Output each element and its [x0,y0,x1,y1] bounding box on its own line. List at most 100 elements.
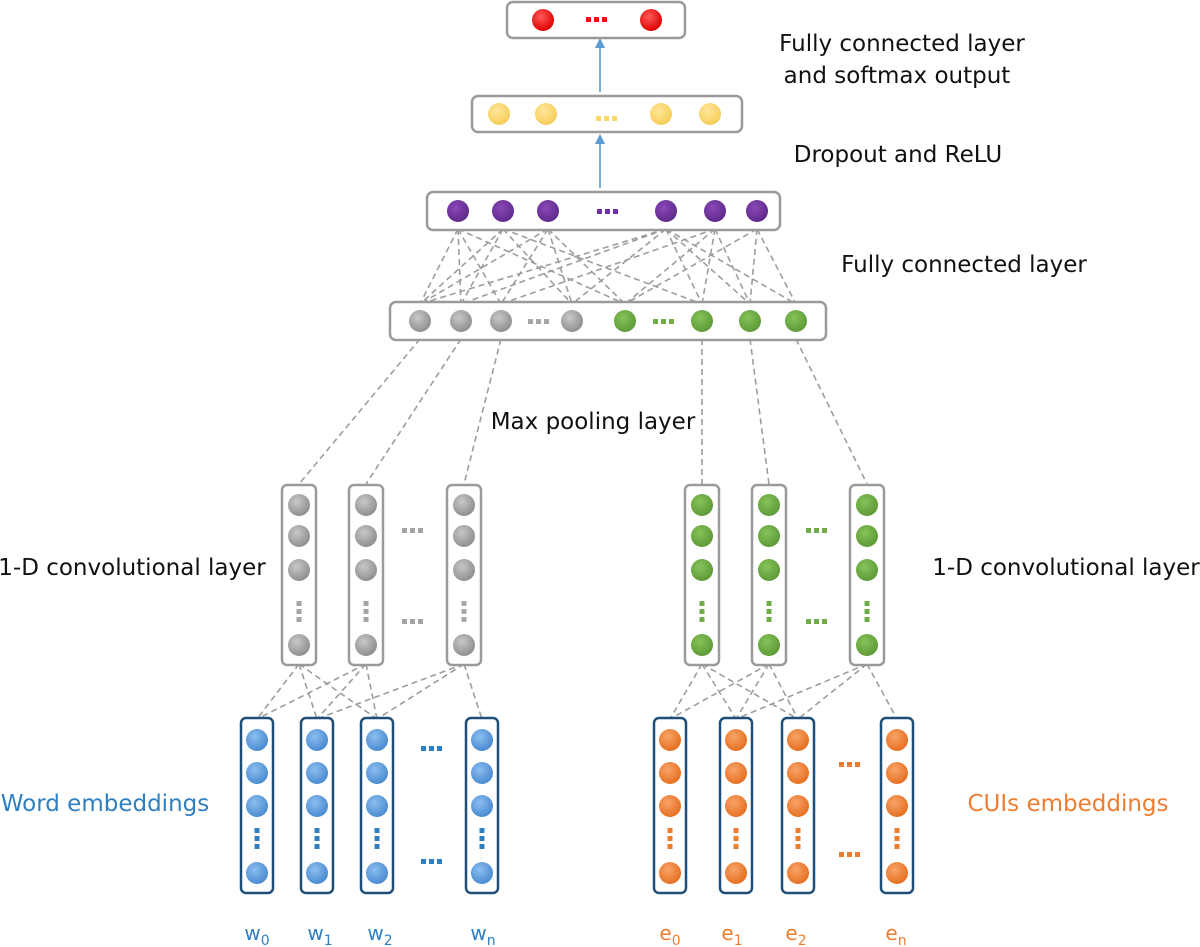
cui-token-base: e [721,921,733,945]
pool-edge [365,338,462,485]
output-node [640,9,662,31]
word-embedding-node [366,862,388,884]
output-node [532,9,554,31]
output-layer [505,0,687,40]
cui-embedding-node [787,762,809,784]
word-token-sub: 2 [384,933,393,947]
fc-edge [460,228,504,305]
pool-green-node [691,310,713,332]
fc-edge [665,228,703,305]
conv-edge [316,663,367,720]
pool-gray-ellipsis-icon [528,319,549,324]
cui-embedding-column [780,716,816,895]
conv-green-node [758,494,780,516]
cui-token-sub: 2 [798,933,807,947]
fc-node [704,200,726,222]
vertical-ellipsis-icon [254,828,260,849]
conv-green-node [691,634,713,656]
vertical-ellipsis-icon [296,601,302,622]
conv-word-column [347,483,385,667]
conv-green-node [856,525,878,547]
cui-embeddings-label: CUIs embeddings [967,791,1168,817]
conv-edge [376,663,465,720]
conv-gray-node [453,525,475,547]
cui-embedding-node [886,795,908,817]
cui-token-base: e [659,921,671,945]
word-embedding-node [306,729,328,751]
cui-embedding-node [725,862,747,884]
conv-edge [669,663,770,720]
conv-right-label: 1-D convolutional layer [932,555,1200,581]
conv-green-node [691,525,713,547]
fc-edge [419,228,459,305]
cui-embedding-node [725,729,747,751]
convolution-connections [256,663,898,720]
conv-gray-node [355,494,377,516]
pool-gray-node [561,310,583,332]
cui-embedding-node [787,729,809,751]
word-embedding-node [246,762,268,784]
fc-edge [701,228,716,305]
fc-edge [419,228,667,305]
cui-embedding-column [879,716,915,895]
fully-connected-layer [425,190,782,232]
dropout-node [488,103,510,125]
conv-gray-node [355,634,377,656]
fc-edge [749,228,758,305]
conv-green-node [856,634,878,656]
conv-edge [365,663,378,720]
cui-embedding-node [725,762,747,784]
conv-edge [701,663,737,720]
conv-left-label: 1-D convolutional layer [0,555,266,581]
pool-edge [749,338,770,485]
conv-gray-node [355,559,377,581]
fc-node [447,200,469,222]
cui-embedding-node [886,729,908,751]
max-pooling-layer [388,300,828,342]
word-embedding-node [366,795,388,817]
conv-gray-node [453,494,475,516]
conv-gray-node [288,634,310,656]
conv-word-column [445,483,483,667]
fc-edge [502,228,573,305]
arrow-head-output [595,38,605,48]
pool-gray-node [409,310,431,332]
cui-token-label: e2 [785,921,806,947]
layer-arrows [595,38,605,188]
vertical-ellipsis-icon [795,828,801,849]
dropout-layer [470,94,744,134]
vertical-ellipsis-icon [461,601,467,622]
cui-embedding-node [787,862,809,884]
column-ellipses [402,528,860,864]
pool-gray-node [450,310,472,332]
conv-edge [298,663,318,720]
vertical-ellipsis-icon [363,601,369,622]
conv-cui-column [848,483,886,667]
word-token-base: w [470,921,486,945]
dropout-layer-box [470,94,744,134]
fc-edge [714,228,751,305]
conv-word-column [280,483,318,667]
conv-green-node [691,494,713,516]
word-token-label: w1 [307,921,332,947]
word-embedding-column [239,716,275,895]
cui-token-label: e1 [721,921,742,947]
word-embedding-column [359,716,395,895]
conv-green-node [856,559,878,581]
cui-token-sub: n [898,933,907,947]
cui-embedding-column [652,716,688,895]
conv-green-node [758,634,780,656]
conv-edge [768,663,799,720]
word-token-label: w0 [244,921,269,947]
word-embedding-node [306,795,328,817]
word-token-label: w2 [367,921,392,947]
max-pooling-label: Max pooling layer [491,409,696,435]
word-embedding-node [246,729,268,751]
cui-embedding-ellipsis-icon [839,762,860,857]
vertical-ellipsis-icon [374,828,380,849]
fc-node [655,200,677,222]
conv-edge [735,663,868,720]
conv-green-node [691,559,713,581]
word-embedding-ellipsis-icon [421,746,442,864]
